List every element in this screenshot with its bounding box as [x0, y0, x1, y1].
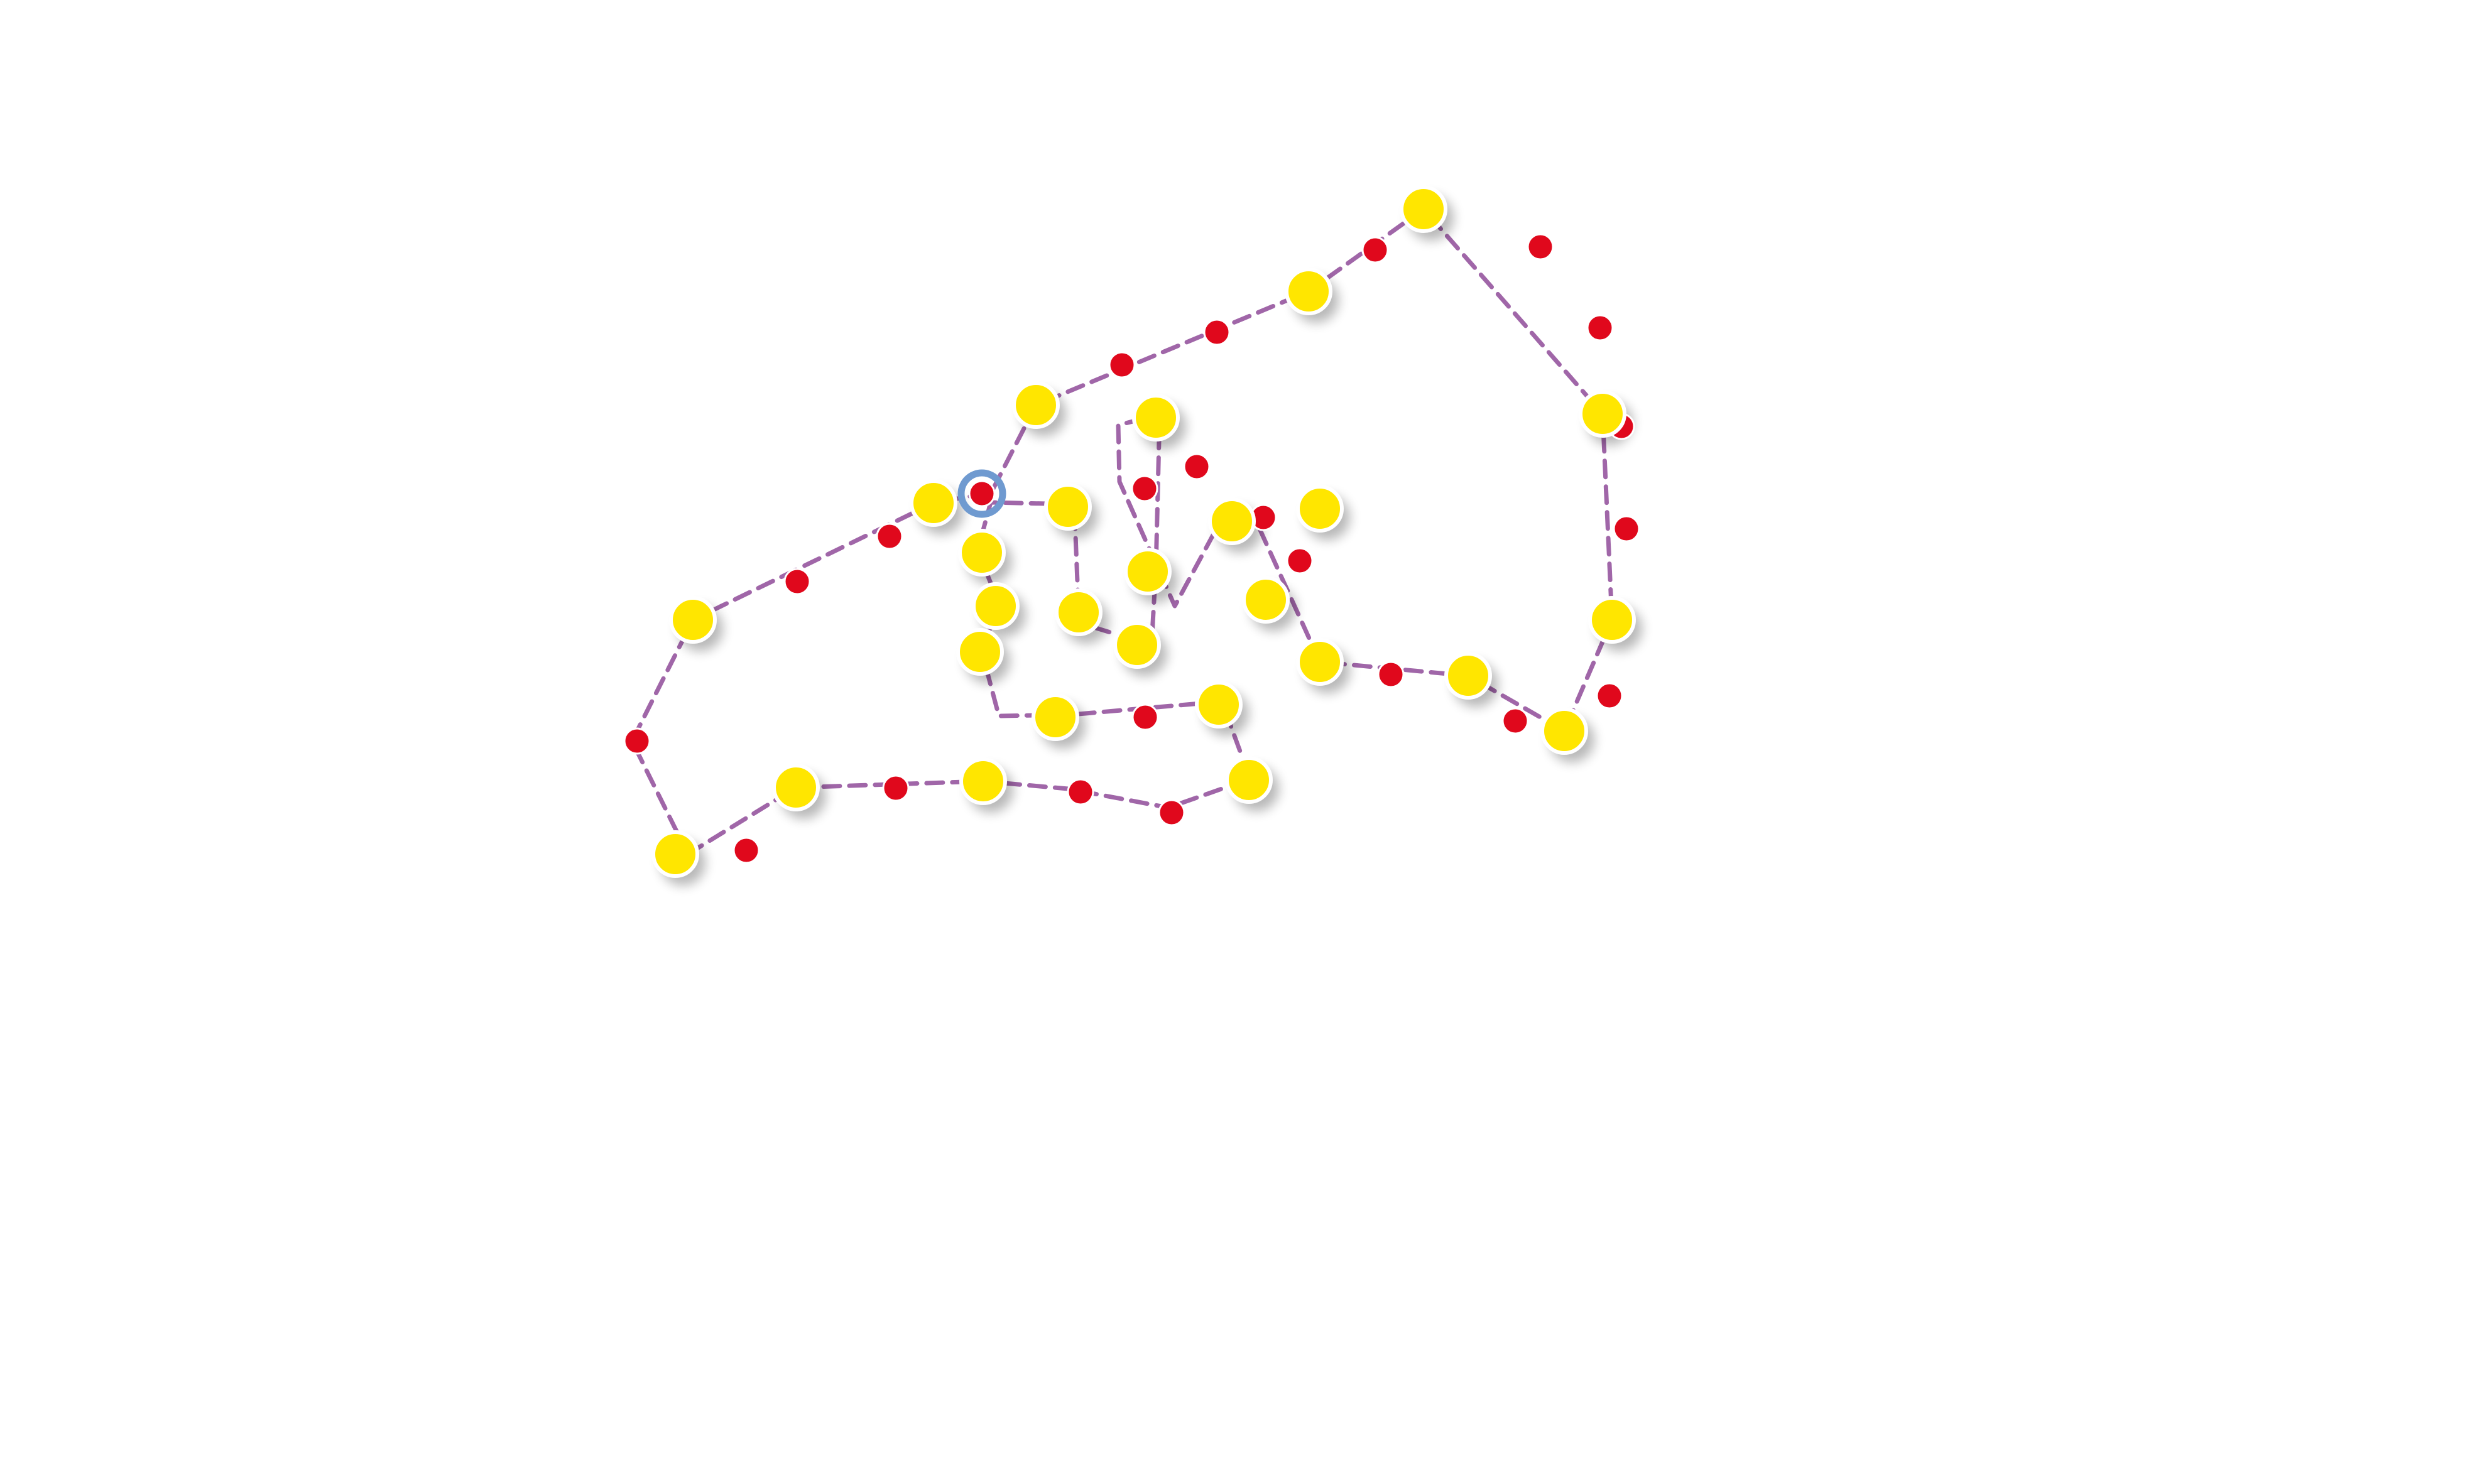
midpoint-handle-icon[interactable] — [1501, 707, 1529, 735]
vertex-handle-icon[interactable] — [1285, 268, 1332, 315]
midpoint-handle-icon[interactable] — [1131, 703, 1159, 731]
midpoint-handle-icon[interactable] — [1361, 236, 1389, 264]
midpoint-handle-icon[interactable] — [732, 837, 760, 864]
vertex-handle-icon[interactable] — [1012, 381, 1060, 429]
midpoint-handle-icon[interactable] — [1203, 318, 1231, 346]
midpoint-handle-icon[interactable] — [876, 523, 903, 550]
vertex-handle-icon[interactable] — [1242, 576, 1290, 624]
midpoint-handle-icon[interactable] — [968, 480, 996, 507]
midpoint-handle-icon[interactable] — [882, 774, 910, 802]
vertex-handle-icon[interactable] — [1296, 485, 1344, 533]
vertex-handle-icon[interactable] — [1208, 497, 1256, 545]
midpoint-handle-icon[interactable] — [783, 568, 811, 595]
vertex-handle-icon[interactable] — [958, 529, 1006, 577]
selected-handle-ring[interactable] — [957, 469, 1006, 518]
vertex-handle-icon[interactable] — [1132, 394, 1180, 441]
vertex-handle-icon[interactable] — [972, 582, 1020, 630]
midpoint-handle-icon[interactable] — [1377, 661, 1405, 688]
vertex-handle-icon[interactable] — [910, 479, 957, 527]
midpoint-handle-icon[interactable] — [623, 727, 651, 755]
vertex-handle-icon[interactable] — [1044, 483, 1092, 531]
vertex-handle-icon[interactable] — [956, 628, 1004, 676]
polygon-outline — [629, 207, 1615, 857]
vertex-handle-icon[interactable] — [1055, 588, 1103, 636]
vertex-handles — [651, 185, 1636, 878]
midpoint-handle-icon[interactable] — [1613, 515, 1640, 543]
midpoint-handle-icon[interactable] — [1183, 453, 1211, 480]
midpoint-handles — [623, 233, 1640, 864]
vertex-handle-icon[interactable] — [959, 757, 1007, 805]
midpoint-handle-icon[interactable] — [1108, 351, 1136, 379]
midpoint-handle-icon[interactable] — [1067, 778, 1094, 806]
vertex-handle-icon[interactable] — [1588, 596, 1636, 644]
vertex-handle-icon[interactable] — [1579, 390, 1626, 438]
vertex-handle-icon[interactable] — [1032, 693, 1079, 741]
vertex-handle-icon[interactable] — [772, 764, 820, 811]
midpoint-handle-icon[interactable] — [1131, 475, 1158, 502]
vertex-handle-icon[interactable] — [1124, 548, 1172, 595]
midpoint-handle-icon[interactable] — [1596, 682, 1623, 710]
midpoint-handle-icon[interactable] — [1286, 547, 1314, 575]
vertex-handle-icon[interactable] — [651, 830, 699, 878]
vertex-handle-icon[interactable] — [1540, 707, 1588, 755]
selection-layer — [957, 469, 1006, 518]
midpoint-handle-icon[interactable] — [1158, 799, 1185, 826]
vertex-handle-icon[interactable] — [1400, 185, 1447, 233]
vertex-handle-icon[interactable] — [669, 596, 717, 644]
vertex-handle-icon[interactable] — [1113, 621, 1161, 669]
midpoint-handle-icon[interactable] — [1586, 314, 1614, 342]
vertex-handle-icon[interactable] — [1195, 681, 1243, 728]
vertex-handle-icon[interactable] — [1296, 638, 1344, 686]
midpoint-handle-icon[interactable] — [1527, 233, 1554, 261]
vertex-handle-icon[interactable] — [1444, 652, 1492, 700]
vertex-handle-icon[interactable] — [1225, 756, 1273, 804]
